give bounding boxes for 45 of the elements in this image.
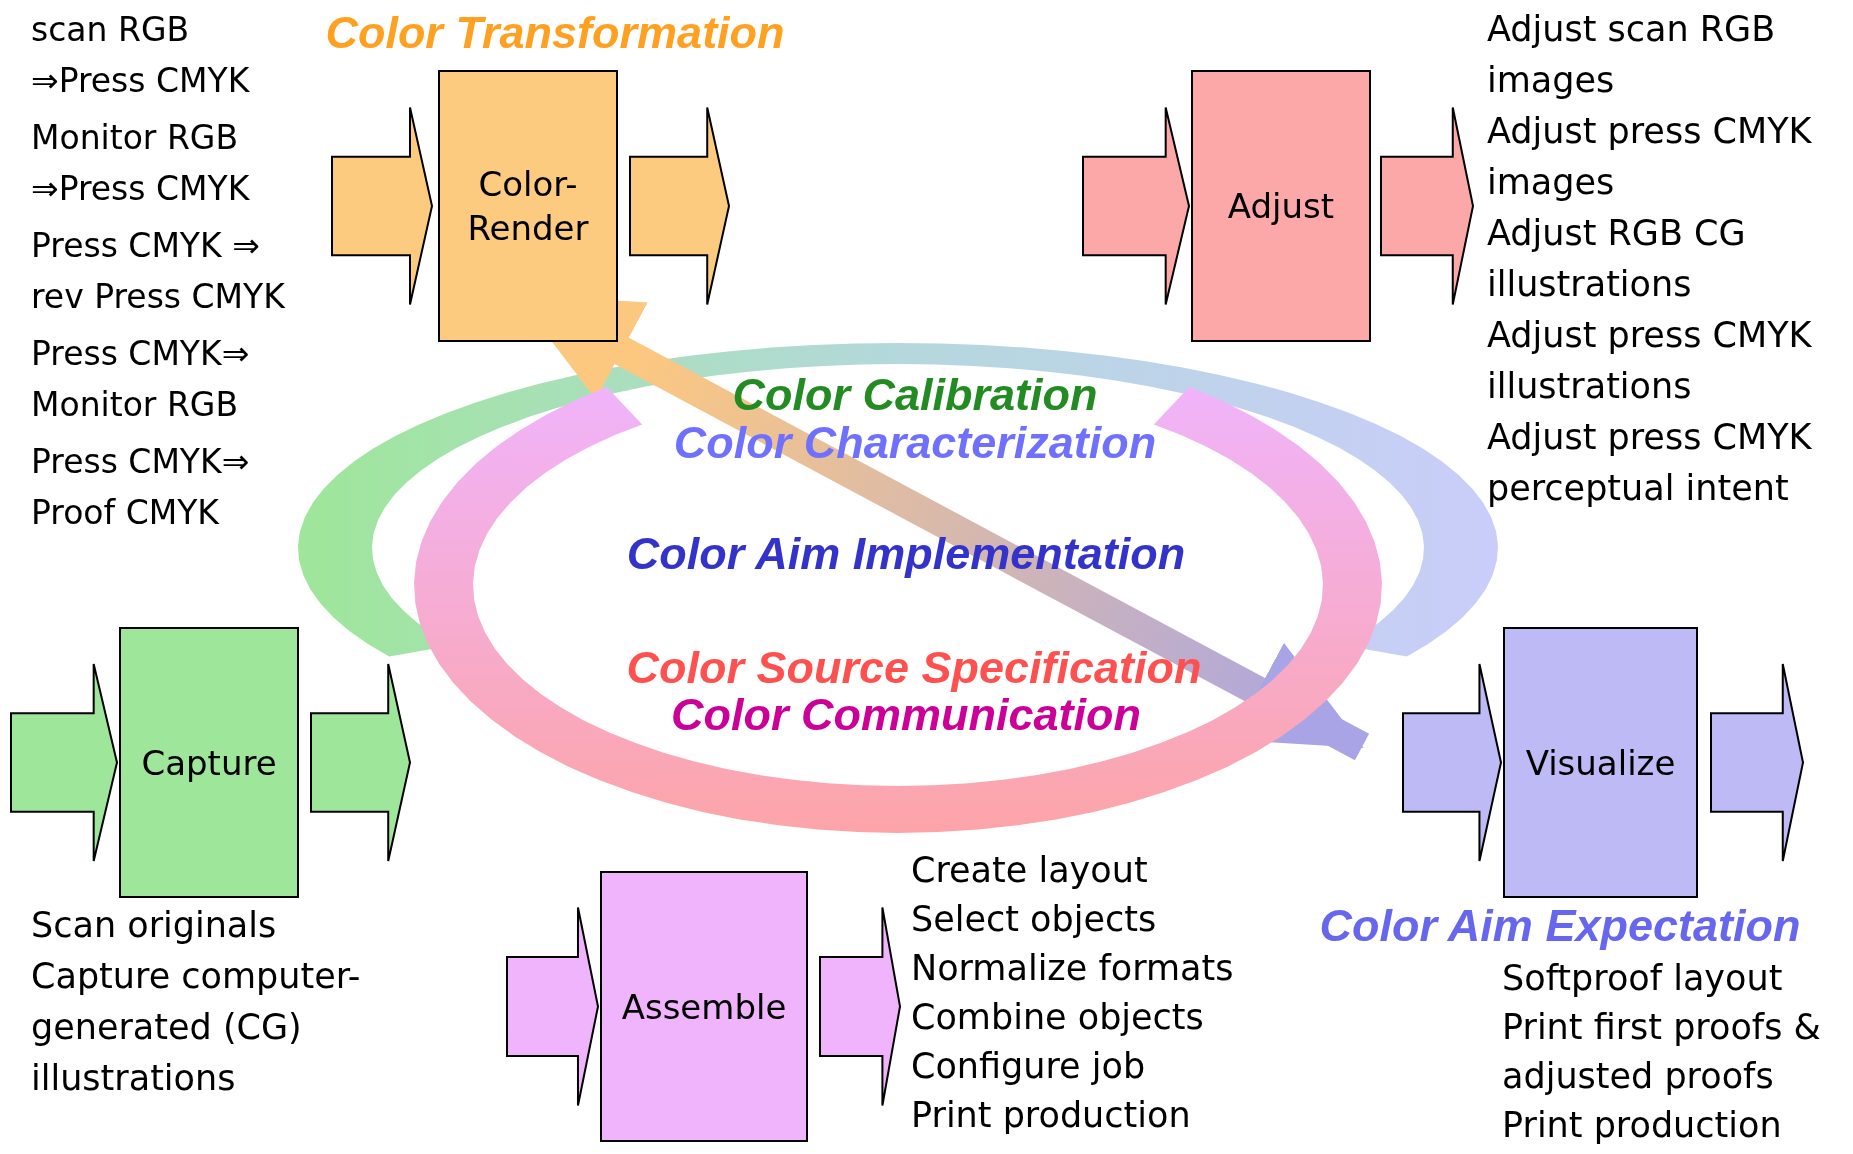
step-description: Scan originals bbox=[31, 904, 278, 947]
block-arrow bbox=[1082, 106, 1191, 306]
block-arrow bbox=[819, 906, 901, 1107]
block-arrow bbox=[1402, 663, 1503, 862]
step-description: Print first proofs & adjusted proofs bbox=[1502, 1006, 1822, 1098]
step-description: Create layout bbox=[911, 849, 1149, 892]
stage-heading: Color Aim Implementation bbox=[626, 528, 1186, 580]
block-arrow bbox=[629, 106, 731, 306]
block-arrow bbox=[1710, 663, 1805, 862]
step-description: Capture computer-generated (CG) illustrations bbox=[31, 955, 362, 1100]
step-description: Adjust press CMYK perceptual intent bbox=[1487, 416, 1813, 510]
step-description: Adjust press CMYK images bbox=[1487, 110, 1813, 204]
process-label: Capture bbox=[141, 741, 277, 785]
process-box bbox=[438, 70, 618, 342]
stage-heading: Color Source Specification bbox=[626, 642, 1202, 694]
block-arrow bbox=[1380, 106, 1475, 306]
step-description: Press CMYK⇒ Proof CMYK bbox=[31, 441, 251, 534]
step-description: Adjust RGB CG illustrations bbox=[1487, 212, 1747, 306]
step-description: Configure job bbox=[911, 1045, 1147, 1088]
step-description: Monitor RGB ⇒Press CMYK bbox=[31, 117, 251, 210]
step-description: Press CMYK⇒ Monitor RGB bbox=[31, 333, 251, 426]
process-box bbox=[600, 871, 808, 1142]
stage-heading: Color Transformation bbox=[325, 7, 785, 59]
step-description: Print production bbox=[1502, 1104, 1783, 1147]
block-arrow bbox=[310, 663, 412, 862]
block-arrow bbox=[506, 906, 600, 1107]
step-description: Adjust press CMYK illustrations bbox=[1487, 314, 1813, 408]
stage-heading: Color Aim Expectation bbox=[1319, 900, 1801, 952]
step-description: Softproof layout bbox=[1502, 957, 1784, 1000]
step-description: Adjust scan RGB images bbox=[1487, 8, 1777, 102]
process-label: Visualize bbox=[1525, 741, 1676, 785]
step-description: Normalize formats bbox=[911, 947, 1235, 990]
step-description: Print production bbox=[911, 1094, 1192, 1137]
step-description: Press CMYK ⇒ rev Press CMYK bbox=[31, 225, 287, 318]
step-description: scan RGB ⇒Press CMYK bbox=[31, 9, 251, 102]
process-box bbox=[119, 627, 299, 898]
process-box bbox=[1503, 627, 1698, 898]
process-box bbox=[1191, 70, 1371, 342]
process-label: Adjust bbox=[1227, 185, 1335, 228]
block-arrow bbox=[331, 106, 434, 306]
block-arrow bbox=[10, 663, 119, 862]
process-label: Assemble bbox=[621, 985, 787, 1029]
step-description: Combine objects bbox=[911, 996, 1205, 1039]
process-label: Color-Render bbox=[466, 163, 590, 250]
stage-heading: Color Calibration bbox=[732, 369, 1098, 421]
